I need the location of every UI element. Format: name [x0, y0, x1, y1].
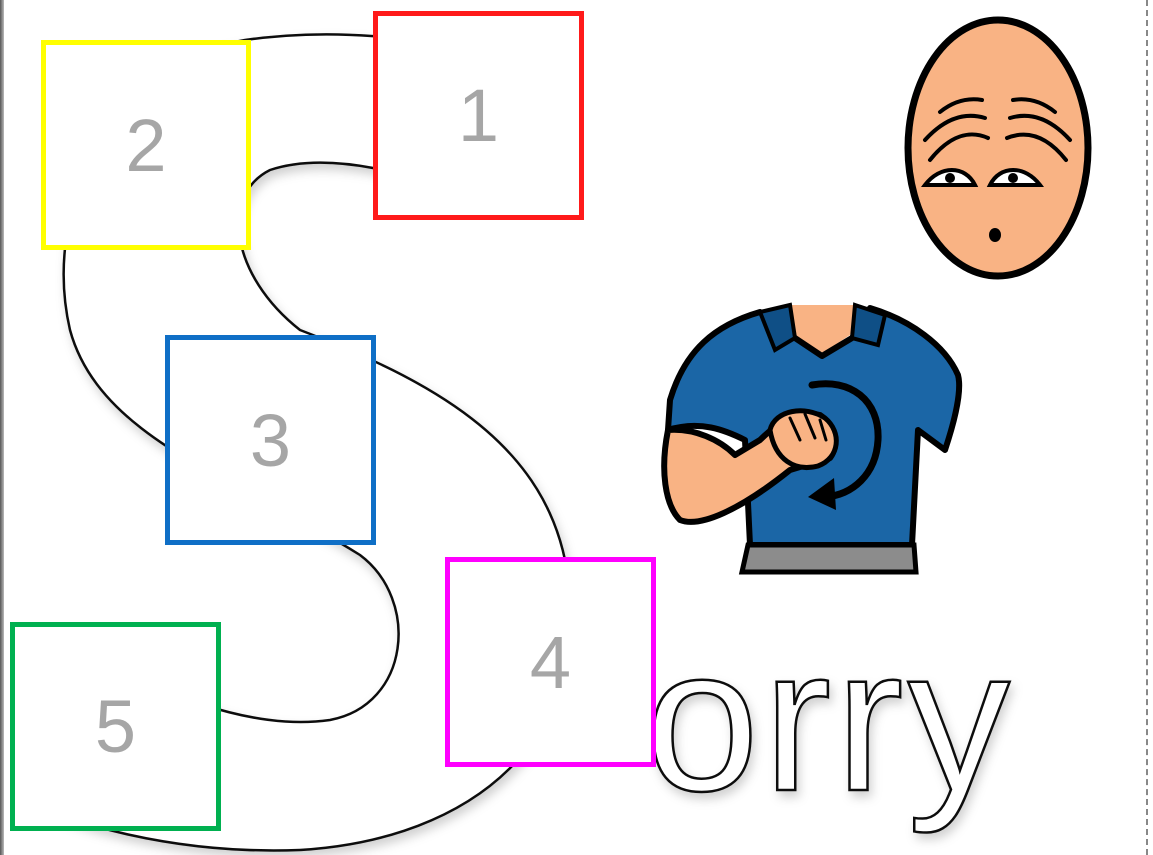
worried-face-icon	[904, 16, 1092, 280]
number-box-3: 3	[165, 335, 376, 545]
fist-fingers	[788, 412, 828, 442]
box-3-number: 3	[249, 398, 292, 482]
neck	[790, 305, 860, 355]
collar-left	[757, 302, 798, 353]
box-5-number: 5	[94, 685, 137, 768]
box-4-number: 4	[529, 620, 572, 704]
number-box-4: 4	[445, 557, 656, 767]
pants	[738, 542, 919, 575]
page-edge-dashed-line	[1146, 0, 1148, 855]
left-edge-shadow	[0, 0, 4, 855]
brow-lines-right	[1005, 97, 1072, 162]
mouth	[989, 228, 1001, 242]
signing-person-icon	[661, 302, 963, 575]
box-2-number: 2	[125, 103, 167, 187]
face-head	[904, 16, 1092, 280]
collar-right	[849, 302, 888, 348]
word-letters: orry	[645, 605, 1014, 834]
number-box-5: 5	[10, 622, 221, 831]
fist	[767, 408, 839, 470]
number-box-1: 1	[373, 11, 584, 220]
brow-lines-left	[923, 97, 990, 162]
number-box-2: 2	[41, 40, 251, 250]
circular-arrow-icon	[808, 380, 882, 510]
pupil-right	[1008, 173, 1018, 183]
box-1-number: 1	[457, 74, 500, 157]
pupil-left	[945, 173, 955, 183]
